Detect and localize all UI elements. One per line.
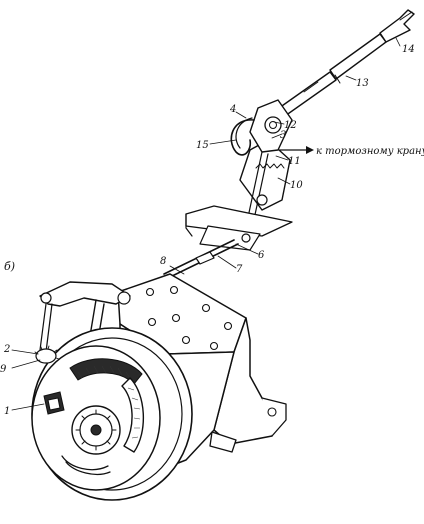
- brake-drum: [31, 327, 193, 501]
- callout-15: 15: [196, 140, 209, 151]
- callout-11: 11: [288, 156, 301, 167]
- callout-7: 7: [236, 264, 243, 275]
- callout-8: 8: [160, 256, 166, 267]
- ratchet-assembly: [230, 99, 314, 239]
- callout-labels: 1 2 3 4 6 7 8 9 10 11 12 13 14 15 б) к т…: [0, 44, 424, 417]
- callout-9: 9: [0, 364, 7, 375]
- callout-1: 1: [4, 406, 10, 417]
- panel-label: б): [4, 260, 15, 273]
- callout-6: 6: [258, 250, 265, 261]
- callout-13: 13: [356, 78, 369, 89]
- mounting-bracket: [185, 194, 293, 251]
- callout-10: 10: [290, 180, 303, 191]
- callout-14: 14: [402, 44, 415, 55]
- leader-lines: [11, 37, 401, 411]
- callout-2: 2: [3, 344, 10, 355]
- linkage-arm: [39, 281, 131, 353]
- annotation-to-brake-valve: к тормозному крану: [316, 146, 424, 157]
- callout-3: 3: [280, 130, 286, 141]
- pull-rod: [163, 239, 239, 279]
- callout-4: 4: [229, 104, 236, 115]
- callout-12: 12: [284, 120, 297, 131]
